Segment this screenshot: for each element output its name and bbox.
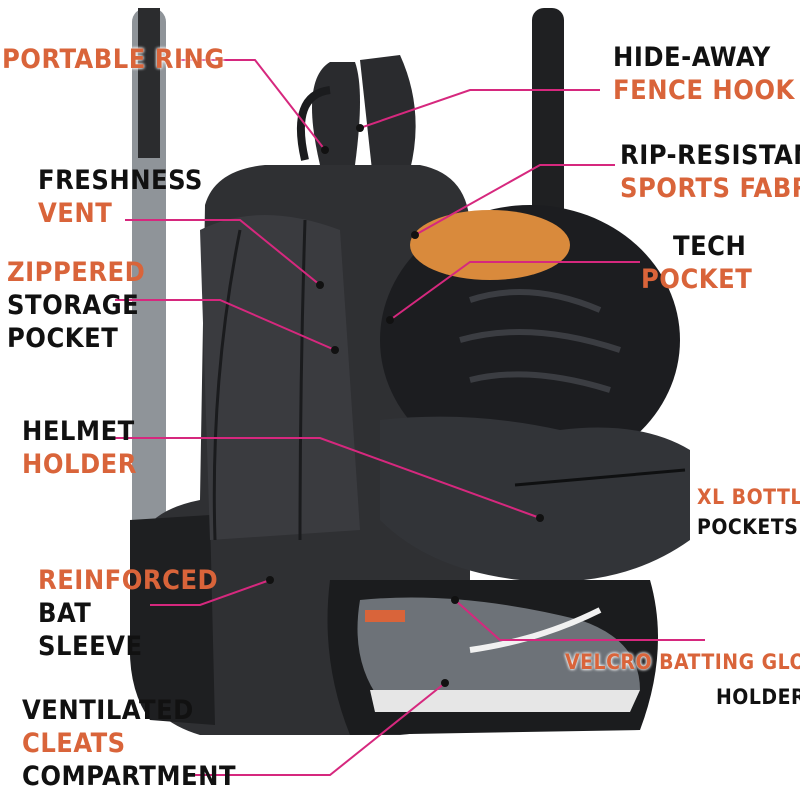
- dot-tech-pocket: [386, 316, 394, 324]
- label-rip-resistant: RIP-RESISTANT: [620, 140, 800, 171]
- dot-velcro-gloves: [451, 596, 459, 604]
- dot-freshness-vent: [316, 281, 324, 289]
- label-helmet: HELMET: [22, 416, 135, 447]
- label-bat: BAT: [38, 598, 92, 629]
- dot-bat-sleeve: [266, 576, 274, 584]
- dot-rip-resistant: [411, 231, 419, 239]
- bat-right: [532, 8, 564, 238]
- helmet-visor: [410, 210, 570, 280]
- label-sports-fabric: SPORTS FABRIC: [620, 173, 800, 204]
- label-bottle-pockets: POCKETS: [697, 515, 799, 539]
- label-cleats: CLEATS: [22, 728, 126, 759]
- zipper-line-right: [298, 219, 307, 541]
- bat-left-handle: [138, 8, 160, 158]
- label-holder: HOLDER: [22, 449, 137, 480]
- label-velcro-holder: HOLDER: [716, 685, 800, 709]
- label-fence-hook: FENCE HOOK: [613, 75, 795, 106]
- line-velcro-gloves: [454, 599, 705, 641]
- label-ventilated: VENTILATED: [22, 695, 194, 726]
- label-tech: TECH: [673, 231, 747, 262]
- dot-storage-pocket: [331, 346, 339, 354]
- dot-fence-hook: [356, 124, 364, 132]
- label-reinforced: REINFORCED: [38, 565, 219, 596]
- top-handle: [296, 86, 331, 161]
- side-bottle-pocket: [129, 515, 215, 725]
- label-freshness: FRESHNESS: [38, 165, 203, 196]
- callout-dots: [266, 124, 544, 687]
- label-sleeve: SLEEVE: [38, 631, 143, 662]
- zipper-line-left: [212, 229, 242, 541]
- line-rip-resistant: [414, 164, 615, 236]
- label-pocket: POCKET: [7, 323, 119, 354]
- callout-lines: [112, 59, 705, 776]
- label-vent: VENT: [38, 198, 113, 229]
- line-storage-pocket: [115, 299, 336, 351]
- line-tech-pocket: [389, 261, 640, 321]
- line-helmet-holder: [112, 437, 541, 519]
- label-portable-ring: PORTABLE RING: [2, 44, 225, 75]
- helmet-vents: [459, 289, 621, 393]
- label-xl-bottle: XL BOTTLE: [697, 485, 800, 509]
- cleat-swoosh: [469, 607, 602, 653]
- dot-cleats: [441, 679, 449, 687]
- line-freshness-vent: [125, 219, 321, 286]
- dot-portable-ring: [321, 146, 329, 154]
- front-pocket-panel: [200, 215, 360, 540]
- helmet-holder-flap: [380, 416, 690, 582]
- line-fence-hook: [359, 89, 600, 129]
- dot-helmet-holder: [536, 514, 544, 522]
- line-cleats: [195, 682, 446, 776]
- label-zippered: ZIPPERED: [7, 257, 146, 288]
- label-tech-pocket: POCKET: [641, 264, 753, 295]
- label-hide-away: HIDE-AWAY: [613, 42, 771, 73]
- tech-pocket-zipper: [514, 468, 686, 487]
- label-velcro-gloves: VELCRO BATTING GLOVES: [565, 650, 800, 674]
- line-portable-ring: [178, 59, 326, 151]
- label-compartment: COMPARTMENT: [22, 761, 237, 792]
- cleat-sole: [370, 690, 640, 712]
- cleat-orange-accent: [365, 610, 405, 622]
- label-storage: STORAGE: [7, 290, 140, 321]
- shoulder-strap-left: [312, 62, 360, 165]
- shoulder-strap-right: [360, 55, 416, 170]
- line-bat-sleeve: [150, 579, 271, 606]
